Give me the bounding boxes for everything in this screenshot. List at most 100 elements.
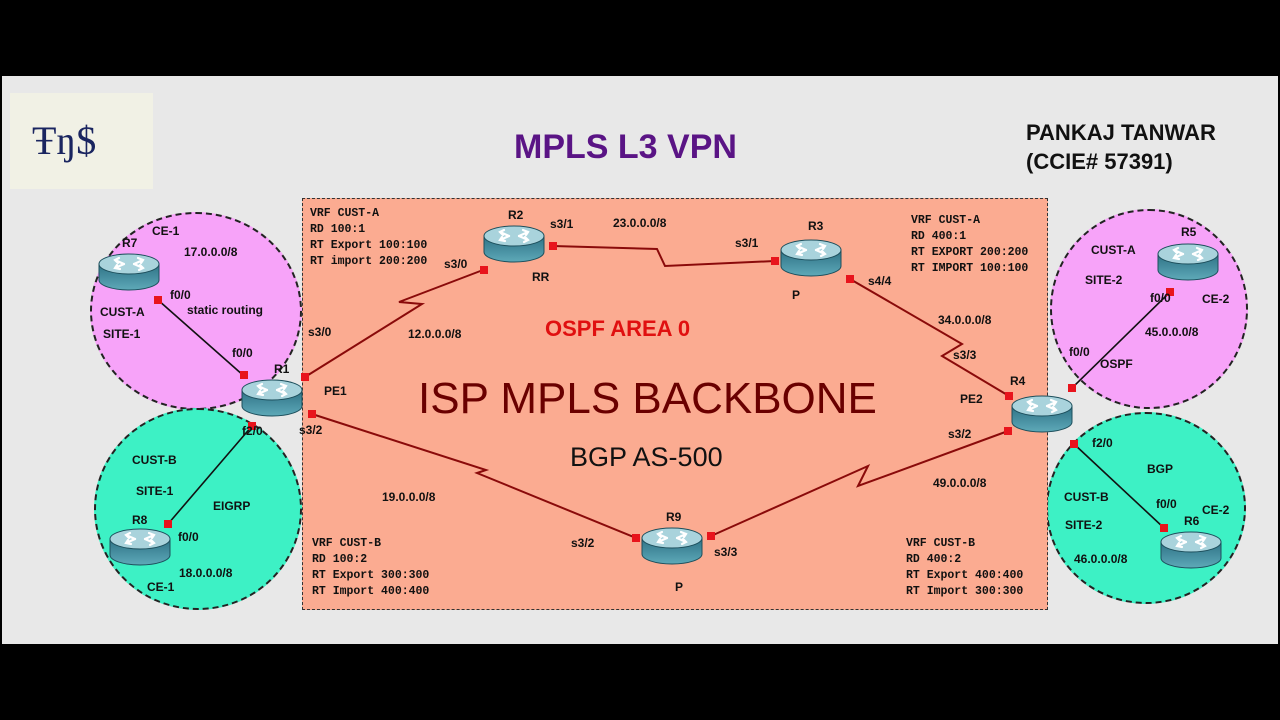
if-r1-f00: f0/0 (232, 346, 253, 360)
router-r4[interactable] (1010, 394, 1074, 434)
router-r6[interactable] (1159, 530, 1223, 570)
port-r9-s32 (632, 534, 640, 542)
author-name: PANKAJ TANWAR (1026, 120, 1216, 145)
site-a2-proto: OSPF (1100, 357, 1133, 371)
site-cust-a-1 (90, 212, 302, 410)
link-r4-r6 (1073, 443, 1165, 529)
ospf-area-label: OSPF AREA 0 (545, 316, 691, 341)
port-r5-f00 (1166, 288, 1174, 296)
port-markers (154, 242, 1174, 542)
router-r3-role: P (792, 288, 801, 302)
diagram-title: MPLS L3 VPN (514, 128, 737, 166)
port-r3-s44 (846, 275, 854, 283)
site-a1-net: 17.0.0.0/8 (184, 245, 238, 259)
bgp-as-label: BGP AS-500 (570, 442, 723, 472)
router-r3-name: R3 (808, 219, 824, 233)
logo: Ŧŋ$ (10, 93, 153, 189)
if-r4-s33: s3/3 (953, 348, 977, 362)
router-r4-role: PE2 (960, 392, 983, 406)
if-r3-s44: s4/4 (868, 274, 892, 288)
router-r5-name: R5 (1181, 225, 1197, 239)
site-b2-cust: CUST-B (1064, 490, 1109, 504)
router-r1-name: R1 (274, 362, 290, 376)
router-r5-role: CE-2 (1202, 292, 1230, 306)
port-r1-f00 (240, 371, 248, 379)
if-r7-f00: f0/0 (170, 288, 191, 302)
if-r5-f00: f0/0 (1150, 291, 1171, 305)
if-r4-s32: s3/2 (948, 427, 972, 441)
link-r9-r4 (710, 430, 1009, 537)
router-r1[interactable] (240, 378, 304, 418)
router-r8-name: R8 (132, 513, 148, 527)
router-r7[interactable] (97, 252, 161, 292)
site-a1-cust: CUST-A (100, 305, 145, 319)
author-block: PANKAJ TANWAR (CCIE# 57391) (1026, 118, 1216, 176)
if-r9-s33: s3/3 (714, 545, 738, 559)
port-r9-s33 (707, 532, 715, 540)
router-r6-name: R6 (1184, 514, 1200, 528)
link-r4-r5 (1071, 291, 1171, 389)
router-r9-role: P (675, 580, 684, 594)
link-r7-r1 (157, 299, 245, 377)
links-layer (154, 242, 1174, 542)
site-cust-a-2 (1050, 209, 1248, 409)
link-r1-r2 (304, 269, 484, 378)
site-a2-net: 45.0.0.0/8 (1145, 325, 1199, 339)
port-r7-f00 (154, 296, 162, 304)
port-r4-s33 (1005, 392, 1013, 400)
site-b1-cust: CUST-B (132, 453, 177, 467)
subnet-49: 49.0.0.0/8 (933, 476, 987, 490)
if-r1-f20: f2/0 (242, 424, 263, 438)
if-r2-s31: s3/1 (550, 217, 574, 231)
topology-canvas: Ŧŋ$ MPLS L3 VPN PANKAJ TANWAR (CCIE# 573… (2, 76, 1278, 644)
port-r4-s32 (1004, 427, 1012, 435)
router-r5[interactable] (1156, 242, 1220, 282)
site-cust-b-1 (94, 408, 302, 610)
subnet-12: 12.0.0.0/8 (408, 327, 462, 341)
site-b2-proto: BGP (1147, 462, 1174, 476)
link-r1-r8 (167, 425, 253, 525)
site-a2-site: SITE-2 (1085, 273, 1123, 287)
router-r2[interactable] (482, 224, 546, 264)
site-b1-site: SITE-1 (136, 484, 174, 498)
if-r3-s31: s3/1 (735, 236, 759, 250)
port-r1-f20 (248, 422, 256, 430)
port-r4-f20 (1070, 440, 1078, 448)
site-a1-proto: static routing (187, 303, 264, 317)
router-r2-role: RR (532, 270, 550, 284)
router-r8[interactable] (108, 527, 172, 567)
subnet-23: 23.0.0.0/8 (613, 216, 667, 230)
if-r9-s32: s3/2 (571, 536, 595, 550)
subnet-34: 34.0.0.0/8 (938, 313, 992, 327)
link-r3-r4 (849, 278, 1010, 397)
site-b1-proto: EIGRP (213, 499, 251, 513)
if-r2-s30: s3/0 (444, 257, 468, 271)
site-b1-net: 18.0.0.0/8 (179, 566, 233, 580)
link-r2-r3 (552, 245, 776, 268)
if-r4-f20: f2/0 (1092, 436, 1113, 450)
port-r2-s31 (549, 242, 557, 250)
if-r4-f00: f0/0 (1069, 345, 1090, 359)
backbone-title: ISP MPLS BACKBONE (418, 374, 877, 423)
site-cust-b-2 (1046, 412, 1246, 604)
port-r3-s31 (771, 257, 779, 265)
router-r2-name: R2 (508, 208, 524, 222)
if-r8-f00: f0/0 (178, 530, 199, 544)
link-r1-r9 (311, 413, 637, 539)
subnet-19: 19.0.0.0/8 (382, 490, 436, 504)
router-r4-name: R4 (1010, 374, 1026, 388)
port-r4-f00 (1068, 384, 1076, 392)
port-r1-s30 (301, 373, 309, 381)
port-r2-s30 (480, 266, 488, 274)
site-b2-site: SITE-2 (1065, 518, 1103, 532)
router-r8-role: CE-1 (147, 580, 175, 594)
port-r6-f00 (1160, 524, 1168, 532)
author-cert: (CCIE# 57391) (1026, 149, 1173, 174)
router-r3[interactable] (779, 238, 843, 278)
router-r9[interactable] (640, 526, 704, 566)
site-a2-cust: CUST-A (1091, 243, 1136, 257)
if-r1-s30: s3/0 (308, 325, 332, 339)
